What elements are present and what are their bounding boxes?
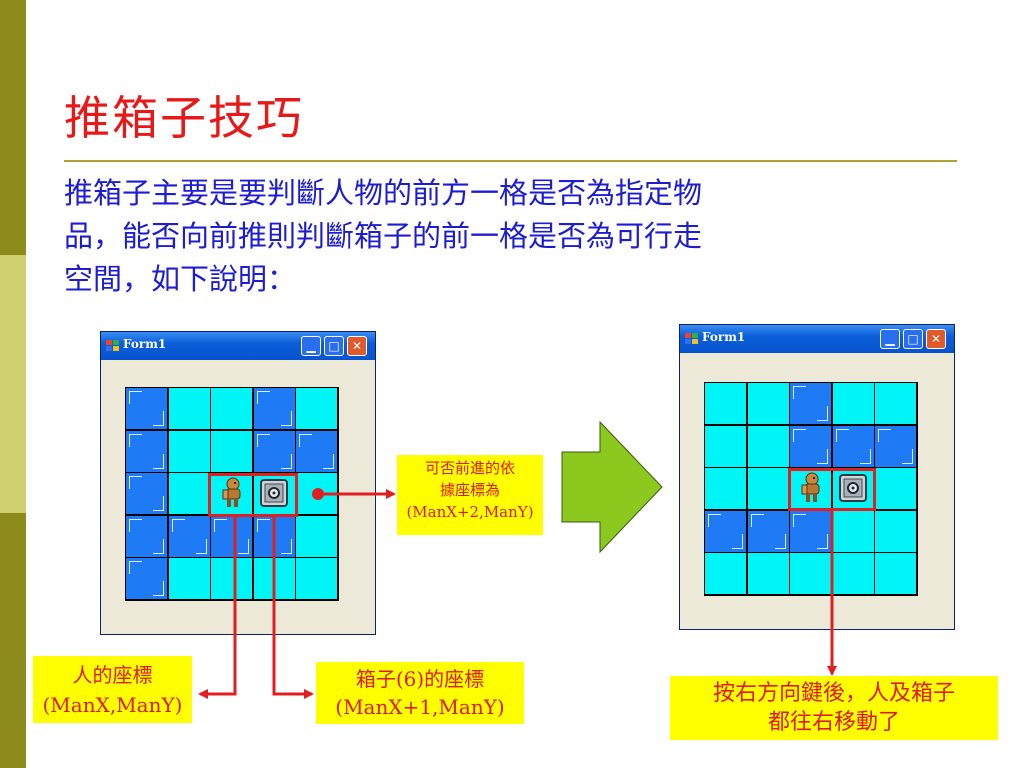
wall-tile [747, 510, 789, 552]
floor-tile [747, 553, 789, 595]
floor-tile [705, 425, 746, 467]
callout-line: (ManX,ManY) [42, 693, 183, 717]
callout-line: 都往右移動了 [767, 710, 900, 735]
wall-tile [790, 383, 832, 424]
floor-tile [832, 383, 874, 424]
floor-tile [705, 553, 746, 595]
wall-tile [126, 430, 167, 472]
floor-tile [875, 510, 917, 552]
slide-title: 推箱子技巧 [64, 91, 304, 145]
box-tile [832, 468, 874, 510]
man-tile [211, 473, 253, 515]
wall-tile [168, 515, 210, 557]
floor-tile [211, 558, 253, 600]
floor-tile [168, 473, 210, 515]
window-titlebar[interactable]: Form1 ▁ □ ✕ [680, 325, 954, 353]
worker-icon [798, 472, 824, 508]
close-icon[interactable]: ✕ [926, 329, 946, 349]
floor-tile [747, 383, 789, 424]
floor-tile [296, 515, 338, 557]
floor-tile [211, 430, 253, 472]
callout-box-coord: 箱子(6)的座標 (ManX+1,ManY) [316, 662, 524, 724]
sidebar-band-dark [0, 0, 26, 255]
callout-move-result: 按右方向鍵後，人及箱子 都往右移動了 [670, 676, 998, 740]
form-window-after: Form1 ▁ □ ✕ [679, 324, 955, 630]
minimize-icon[interactable]: ▁ [301, 336, 321, 356]
floor-tile [875, 468, 917, 510]
title-divider [64, 160, 957, 162]
game-board [704, 382, 918, 596]
floor-tile [168, 558, 210, 600]
body-line: 空間，如下說明： [64, 262, 297, 296]
wall-tile [211, 515, 253, 557]
floor-tile [747, 425, 789, 467]
app-icon [685, 333, 698, 345]
close-icon[interactable]: ✕ [347, 336, 367, 356]
floor-tile [168, 388, 210, 429]
callout-line: (ManX+2,ManY) [406, 503, 534, 521]
window-title: Form1 [123, 337, 167, 351]
floor-tile [832, 553, 874, 595]
floor-tile [875, 383, 917, 424]
maximize-icon[interactable]: □ [324, 336, 344, 356]
floor-tile [747, 468, 789, 510]
floor-tile [168, 430, 210, 472]
minimize-icon[interactable]: ▁ [880, 329, 900, 349]
wall-tile [126, 515, 167, 557]
window-title: Form1 [702, 330, 746, 344]
callout-man-coord: 人的座標 (ManX,ManY) [33, 656, 192, 723]
callout-line: 人的座標 [72, 663, 153, 687]
arrow-to-man-coord [198, 517, 237, 699]
floor-tile [705, 383, 746, 424]
slide-sidebar [0, 0, 26, 768]
app-icon [106, 340, 119, 352]
window-titlebar[interactable]: Form1 ▁ □ ✕ [101, 332, 375, 360]
wall-tile [253, 430, 295, 472]
man-tile [790, 468, 832, 510]
form-window-before: Form1 ▁ □ ✕ [100, 331, 376, 635]
floor-tile [296, 558, 338, 600]
man-box-highlight [208, 473, 298, 517]
wall-tile [253, 388, 295, 429]
sidebar-band-dark-bottom [0, 513, 26, 768]
callout-line: 箱子(6)的座標 [355, 667, 485, 691]
body-line: 推箱子主要是要判斷人物的前方一格是否為指定物 [64, 176, 703, 210]
right-arrow-icon [561, 420, 663, 554]
sidebar-band-light [0, 255, 26, 513]
callout-line: 據座標為 [439, 481, 500, 499]
callout-line: 可否前進的依 [424, 459, 515, 477]
safe-box-icon [259, 478, 289, 512]
wall-tile [126, 558, 167, 600]
wall-tile [126, 473, 167, 515]
wall-tile [705, 510, 746, 552]
safe-box-icon [838, 473, 868, 507]
wall-tile [790, 425, 832, 467]
callout-line: (ManX+1,ManY) [335, 695, 505, 719]
callout-line: 按右方向鍵後，人及箱子 [712, 681, 955, 706]
game-board [125, 387, 339, 601]
man-box-highlight-after [788, 468, 876, 511]
arrow-to-box-coord [272, 517, 314, 699]
box-tile [253, 473, 295, 515]
maximize-icon[interactable]: □ [903, 329, 923, 349]
wall-tile [790, 510, 832, 552]
callout-next-check: 可否前進的依 據座標為 (ManX+2,ManY) [397, 455, 543, 535]
worker-icon [219, 477, 245, 513]
wall-tile [832, 425, 874, 467]
wall-tile [296, 430, 338, 472]
floor-tile [832, 510, 874, 552]
floor-tile [875, 553, 917, 595]
wall-tile [126, 388, 167, 429]
floor-tile [790, 553, 832, 595]
floor-tile [211, 388, 253, 429]
body-line: 品，能否向前推則判斷箱子的前一格是否為可行走 [64, 219, 703, 253]
wall-tile [875, 425, 917, 467]
slide-body: 推箱子主要是要判斷人物的前方一格是否為指定物 品，能否向前推則判斷箱子的前一格是… [64, 172, 954, 301]
floor-tile [296, 388, 338, 429]
floor-tile [705, 468, 746, 510]
